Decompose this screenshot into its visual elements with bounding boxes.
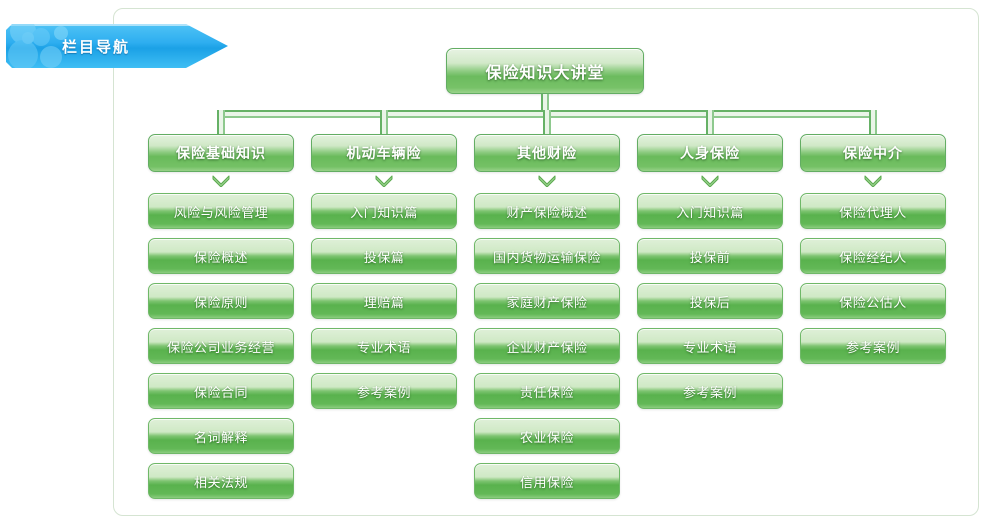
column-header-3[interactable]: 其他财险	[474, 134, 620, 172]
connector-column-leg	[869, 110, 877, 134]
connector-column-leg	[706, 110, 714, 134]
connector-column-leg	[217, 110, 225, 134]
column-4-item-5[interactable]: 参考案例	[637, 373, 783, 409]
bubbles-decoration-icon	[6, 24, 96, 68]
column-3-item-7[interactable]: 信用保险	[474, 463, 620, 499]
column-5-item-4[interactable]: 参考案例	[800, 328, 946, 364]
chevron-down-icon	[212, 175, 230, 187]
tree-root-node[interactable]: 保险知识大讲堂	[446, 48, 644, 94]
connector-column-leg	[543, 110, 551, 134]
column-3-item-3[interactable]: 家庭财产保险	[474, 283, 620, 319]
connector-root-stub	[541, 94, 549, 118]
column-1-item-7[interactable]: 相关法规	[148, 463, 294, 499]
chevron-down-icon	[538, 175, 556, 187]
column-3-item-4[interactable]: 企业财产保险	[474, 328, 620, 364]
column-1-item-6[interactable]: 名词解释	[148, 418, 294, 454]
column-1-item-1[interactable]: 风险与风险管理	[148, 193, 294, 229]
banner-title: 栏目导航	[61, 37, 130, 56]
column-1-item-2[interactable]: 保险概述	[148, 238, 294, 274]
column-header-2[interactable]: 机动车辆险	[311, 134, 457, 172]
column-2-item-4[interactable]: 专业术语	[311, 328, 457, 364]
column-4-item-1[interactable]: 入门知识篇	[637, 193, 783, 229]
column-header-1[interactable]: 保险基础知识	[148, 134, 294, 172]
chevron-down-icon	[701, 175, 719, 187]
section-banner: 栏目导航	[6, 24, 228, 68]
column-5-item-2[interactable]: 保险经纪人	[800, 238, 946, 274]
column-3-item-6[interactable]: 农业保险	[474, 418, 620, 454]
column-3-item-1[interactable]: 财产保险概述	[474, 193, 620, 229]
column-1-item-4[interactable]: 保险公司业务经营	[148, 328, 294, 364]
chevron-down-icon	[864, 175, 882, 187]
column-2-item-5[interactable]: 参考案例	[311, 373, 457, 409]
column-1-item-3[interactable]: 保险原则	[148, 283, 294, 319]
chevron-down-icon	[375, 175, 393, 187]
column-header-5[interactable]: 保险中介	[800, 134, 946, 172]
column-4-item-2[interactable]: 投保前	[637, 238, 783, 274]
connector-column-leg	[380, 110, 388, 134]
column-4-item-3[interactable]: 投保后	[637, 283, 783, 319]
column-2-item-1[interactable]: 入门知识篇	[311, 193, 457, 229]
column-2-item-3[interactable]: 理赔篇	[311, 283, 457, 319]
column-5-item-3[interactable]: 保险公估人	[800, 283, 946, 319]
column-3-item-5[interactable]: 责任保险	[474, 373, 620, 409]
column-5-item-1[interactable]: 保险代理人	[800, 193, 946, 229]
column-1-item-5[interactable]: 保险合同	[148, 373, 294, 409]
column-header-4[interactable]: 人身保险	[637, 134, 783, 172]
banner-arrow-shape	[6, 24, 228, 68]
column-3-item-2[interactable]: 国内货物运输保险	[474, 238, 620, 274]
column-4-item-4[interactable]: 专业术语	[637, 328, 783, 364]
column-2-item-2[interactable]: 投保篇	[311, 238, 457, 274]
